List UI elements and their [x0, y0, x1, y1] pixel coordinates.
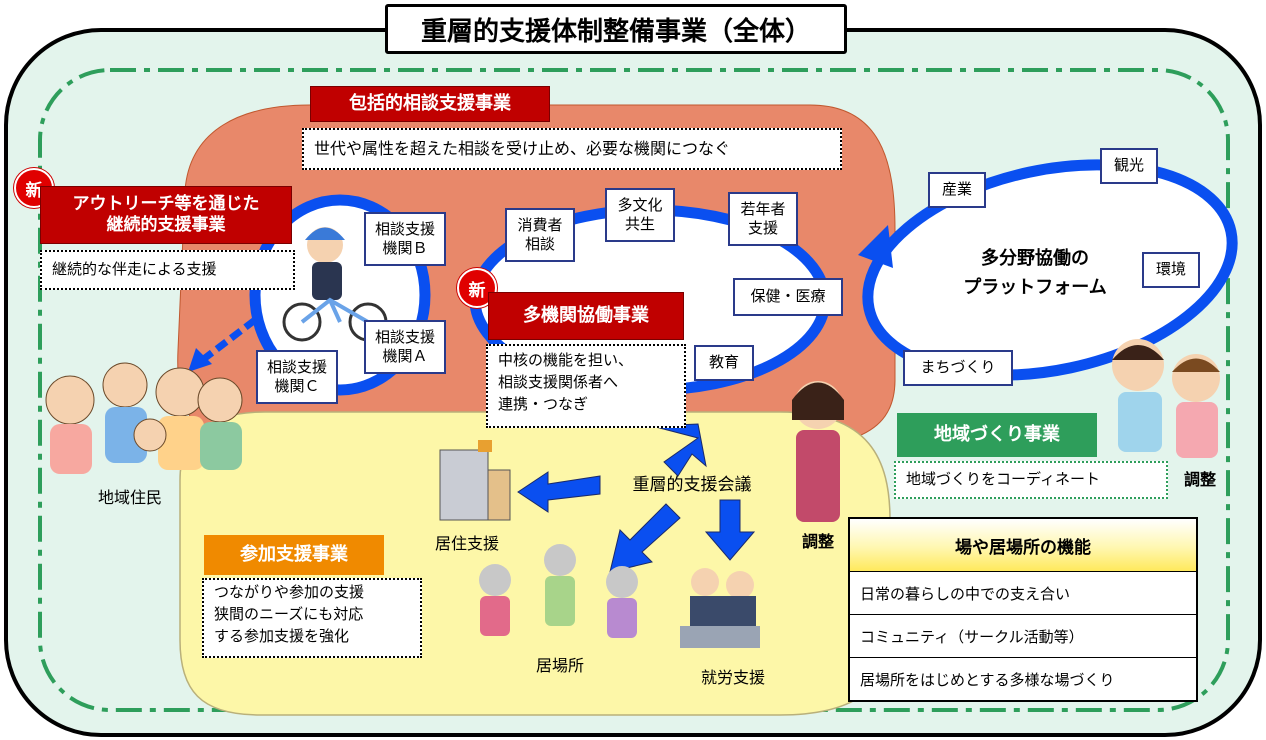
residents-illustration	[45, 362, 243, 474]
functions-row: コミュニティ（サークル活動等）	[850, 615, 1196, 658]
inclusive-consultation-desc: 世代や属性を超えた相談を受け止め、必要な機関につなぐ	[302, 128, 842, 170]
multi-agency-header: 多機関協働事業	[488, 292, 684, 340]
multi-agency-desc-line2: 相談支援関係者へ	[498, 372, 619, 391]
multi-agency-desc: 中核の機能を担い、 相談支援関係者へ 連携・つなぎ	[486, 344, 686, 428]
participation-desc-line3: する参加支援を強化	[214, 626, 350, 645]
node-multicultural-line2: 共生	[624, 215, 655, 233]
coordinator-illustration	[792, 381, 844, 522]
platform-title-line1: 多分野協働の	[981, 248, 1089, 269]
participation-desc-line2: 狭間のニーズにも対応	[214, 604, 364, 623]
participation-header: 参加支援事業	[204, 535, 384, 575]
node-youth: 若年者 支援	[728, 192, 798, 246]
functions-table: 場や居場所の機能 日常の暮らしの中での支え合い コミュニティ（サークル活動等） …	[848, 517, 1198, 702]
agency-c-line1: 相談支援	[266, 357, 327, 376]
node-education: 教育	[694, 345, 754, 381]
coordinators-right-illustration	[1112, 339, 1220, 458]
agency-a-line2: 機関Ａ	[382, 347, 428, 365]
multi-agency-desc-line1: 中核の機能を担い、	[498, 351, 634, 369]
outreach-desc: 継続的な伴走による支援	[40, 250, 295, 290]
platform-title-line2: プラットフォーム	[963, 276, 1107, 298]
outreach-header: アウトリーチ等を通じた 継続的支援事業	[40, 186, 292, 244]
agency-a-line1: 相談支援	[374, 327, 435, 346]
residents-label: 地域住民	[97, 488, 162, 507]
inclusive-consultation-header: 包括的相談支援事業	[310, 86, 550, 122]
employment-label: 就労支援	[700, 668, 765, 687]
agency-b-line2: 機関Ｂ	[382, 239, 428, 257]
agency-c-node: 相談支援 機関Ｃ	[256, 350, 338, 404]
functions-row: 日常の暮らしの中での支え合い	[850, 572, 1196, 615]
functions-row: 居場所をはじめとする多様な場づくり	[860, 670, 1115, 689]
exercise-illustration	[479, 544, 638, 638]
node-youth-line1: 若年者	[740, 199, 786, 218]
node-tourism: 観光	[1100, 148, 1158, 184]
node-multicultural-line1: 多文化	[617, 195, 663, 214]
node-town: まちづくり	[903, 350, 1013, 386]
coord-label: 調整	[801, 532, 834, 551]
new-badge-multi-agency: 新	[457, 268, 497, 308]
node-environment: 環境	[1142, 252, 1200, 288]
node-youth-line2: 支援	[747, 219, 778, 237]
node-consumer-line2: 相談	[524, 235, 555, 253]
page-title: 重層的支援体制整備事業（全体）	[385, 4, 847, 54]
cyclist-illustration	[282, 227, 388, 342]
community-coord-label: 調整	[1183, 470, 1216, 489]
employment-illustration	[680, 568, 760, 648]
building-illustration	[439, 440, 511, 521]
new-badge-outreach: 新	[14, 168, 54, 208]
agency-a-node: 相談支援 機関Ａ	[364, 320, 446, 374]
participation-desc: つながりや参加の支援 狭間のニーズにも対応 する参加支援を強化	[202, 578, 422, 658]
outreach-header-line2: 継続的支援事業	[106, 215, 226, 235]
agency-b-node: 相談支援 機関Ｂ	[364, 212, 446, 266]
meeting-label: 重層的支援会議	[632, 475, 752, 495]
community-dev-header: 地域づくり事業	[897, 413, 1097, 457]
ring-platform	[862, 159, 1238, 381]
functions-header: 場や居場所の機能	[850, 519, 1196, 572]
participation-desc-line1: つながりや参加の支援	[214, 583, 365, 601]
agency-b-line1: 相談支援	[374, 219, 435, 238]
platform-arrowhead	[858, 225, 893, 268]
node-multicultural: 多文化 共生	[605, 188, 675, 242]
node-industry: 産業	[928, 172, 986, 208]
agency-c-line2: 機関Ｃ	[274, 377, 320, 395]
platform-title: 多分野協働の プラットフォーム	[950, 245, 1120, 303]
node-consumer: 消費者 相談	[505, 208, 575, 262]
ibasho-label: 居場所	[535, 656, 584, 675]
housing-label: 居住支援	[434, 534, 499, 553]
community-dev-desc: 地域づくりをコーディネート	[894, 461, 1168, 499]
residents-dashed-arrow	[202, 317, 258, 361]
node-health: 保健・医療	[733, 278, 843, 316]
multi-agency-desc-line3: 連携・つなぎ	[498, 394, 589, 413]
node-consumer-line1: 消費者	[517, 215, 563, 234]
outreach-header-line1: アウトリーチ等を通じた	[72, 193, 260, 214]
